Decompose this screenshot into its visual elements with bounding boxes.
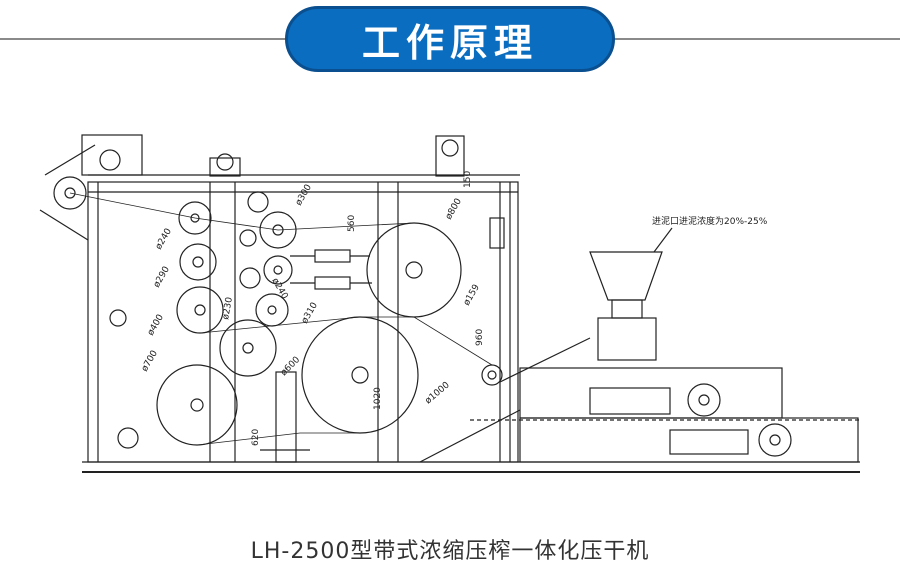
roller-400: [176, 286, 224, 334]
title-banner: 工作原理: [285, 6, 615, 72]
dim-h150: 150: [463, 171, 473, 188]
page-title: 工作原理: [361, 20, 538, 65]
top-drive-3: [435, 135, 465, 177]
dim-h1020: 1020: [373, 387, 383, 410]
dim-d159: ø159: [462, 283, 482, 308]
machine-caption: LH-2500型带式浓缩压榨一体化压干机: [250, 539, 650, 564]
inlet-roller: [53, 176, 87, 210]
lower-conveyor: [519, 417, 859, 463]
dim-d700: ø700: [140, 349, 160, 374]
drum-1000: [301, 316, 419, 434]
top-drive-2: [209, 157, 241, 177]
dim-d240a: ø240: [154, 227, 174, 252]
feed-hopper: [589, 251, 663, 301]
machine-drawing: ø300 ø240 ø290 ø400 ø700 ø240 ø230 ø310 …: [39, 134, 860, 473]
cylinder-1: [314, 249, 351, 263]
top-drive-1: [81, 134, 143, 176]
roller-310: [219, 319, 277, 377]
dim-h620: 620: [251, 429, 261, 446]
header-rule-right: [610, 38, 900, 40]
upper-conveyor: [519, 367, 783, 419]
dim-d310: ø310: [300, 301, 320, 326]
dim-h560: 560: [347, 215, 357, 232]
header-rule-left: [0, 38, 290, 40]
dim-d230: ø230: [221, 296, 235, 320]
dim-d1000: ø1000: [424, 380, 452, 406]
roller-240: [178, 201, 212, 235]
dim-d300: ø300: [294, 183, 314, 208]
dim-d400: ø400: [146, 313, 166, 338]
inlet-note: 进泥口进泥浓度为20%-25%: [652, 215, 768, 227]
dim-d290: ø290: [152, 265, 172, 290]
main-frame: [87, 181, 519, 463]
roller-290: [179, 243, 217, 281]
roller-240b: [263, 255, 293, 285]
drum-800: [366, 222, 462, 318]
dim-d240b: ø240: [269, 277, 289, 302]
dim-d800: ø800: [444, 197, 464, 222]
roller-300: [259, 211, 297, 249]
dim-d600: ø600: [279, 355, 302, 378]
cylinder-2: [314, 276, 351, 290]
dim-h960: 960: [475, 329, 485, 346]
roller-700: [156, 364, 238, 446]
